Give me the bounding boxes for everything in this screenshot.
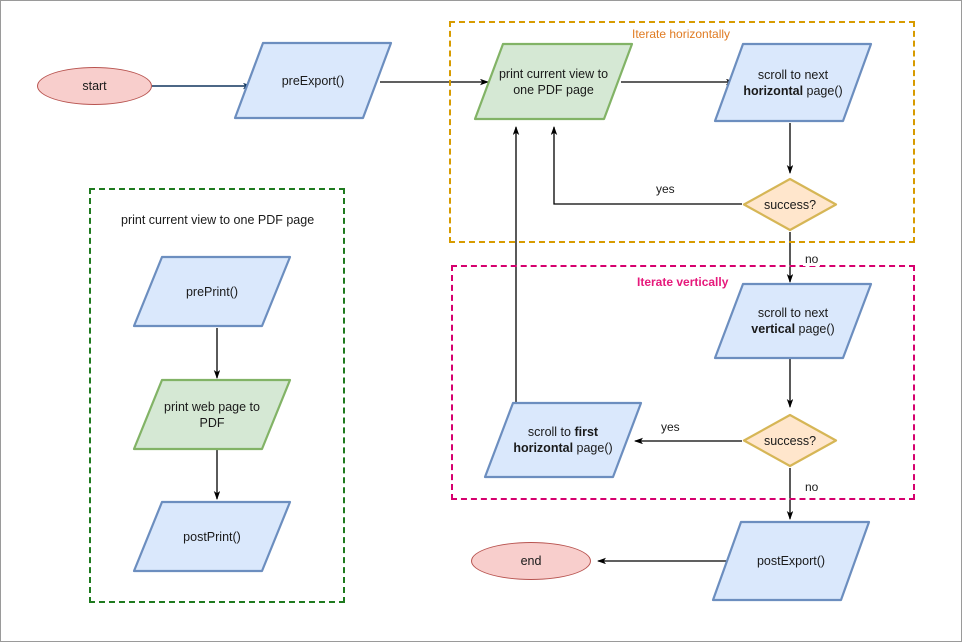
parallelogram-shape — [132, 500, 292, 573]
group-iterate-horizontally — [449, 21, 915, 243]
node-end-label: end — [520, 554, 542, 568]
parallelogram-shape — [483, 401, 643, 479]
group-label-iterate-vertically: Iterate vertically — [637, 275, 729, 289]
node-start-label: start — [82, 79, 107, 93]
diamond-shape — [742, 413, 838, 468]
node-print-web-page[interactable]: print web page to PDF — [132, 378, 292, 451]
group-label-subroutine: print current view to one PDF page — [121, 213, 315, 227]
parallelogram-shape — [713, 42, 873, 123]
node-success-vertical[interactable]: success? — [742, 413, 838, 468]
parallelogram-shape — [132, 255, 292, 328]
group-iterate-vertically — [451, 265, 915, 500]
edge-label-no-horizontal: no — [803, 252, 821, 266]
node-scroll-first-horizontal[interactable]: scroll to first horizontal page() — [483, 401, 643, 479]
edge-label-no-vertical: no — [803, 480, 821, 494]
edge-label-yes-vertical: yes — [659, 420, 682, 434]
parallelogram-shape — [233, 41, 393, 120]
node-post-print[interactable]: postPrint() — [132, 500, 292, 573]
parallelogram-shape — [132, 378, 292, 451]
edge-label-yes-horizontal: yes — [654, 182, 677, 196]
group-label-iterate-horizontally: Iterate horizontally — [632, 27, 731, 41]
parallelogram-shape — [473, 42, 634, 121]
parallelogram-shape — [711, 520, 871, 602]
parallelogram-shape — [713, 282, 873, 360]
node-success-horizontal[interactable]: success? — [742, 177, 838, 232]
group-print-current-view-subroutine — [89, 188, 345, 603]
diamond-shape — [742, 177, 838, 232]
node-scroll-next-vertical[interactable]: scroll to next vertical page() — [713, 282, 873, 360]
node-end[interactable]: end — [471, 542, 591, 580]
node-scroll-next-horizontal[interactable]: scroll to next horizontal page() — [713, 42, 873, 123]
node-start[interactable]: start — [37, 67, 152, 105]
node-print-current-view[interactable]: print current view to one PDF page — [473, 42, 634, 121]
node-pre-print[interactable]: prePrint() — [132, 255, 292, 328]
node-post-export[interactable]: postExport() — [711, 520, 871, 602]
node-pre-export[interactable]: preExport() — [233, 41, 393, 120]
